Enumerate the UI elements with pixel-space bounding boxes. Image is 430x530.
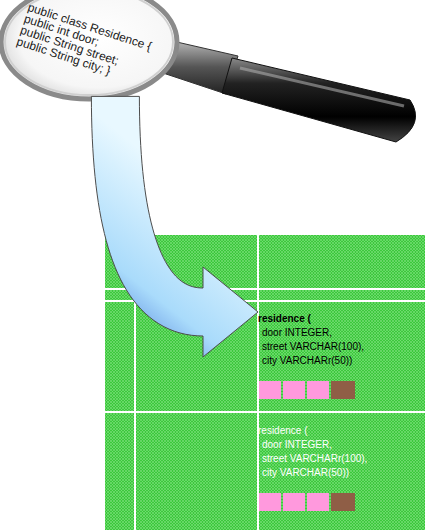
grid-line bbox=[105, 300, 425, 302]
grid-line bbox=[257, 235, 259, 530]
record-cell bbox=[307, 493, 329, 511]
column-definition: city VARCHAR(50)) bbox=[258, 466, 367, 480]
flow-arrow bbox=[91, 96, 258, 357]
record-cell bbox=[283, 381, 305, 399]
table-name: residence ( bbox=[258, 424, 367, 438]
record-cell bbox=[307, 381, 329, 399]
column-definition: street VARCHAR(100), bbox=[258, 340, 364, 354]
grid-line bbox=[134, 235, 136, 530]
text-group: residence (door INTEGER,street VARCHAR(1… bbox=[258, 312, 364, 368]
record-cell bbox=[283, 493, 305, 511]
column-definition: city VARCHARr(50)) bbox=[258, 354, 364, 368]
grid-line bbox=[105, 411, 425, 413]
lens-glass bbox=[1, 0, 177, 99]
table-name: residence ( bbox=[258, 312, 364, 326]
table-grid bbox=[105, 235, 425, 530]
magnifier-lens: public class Residence {public int door;… bbox=[0, 0, 180, 102]
record-cells bbox=[259, 493, 355, 511]
magnifier-handle bbox=[222, 58, 416, 142]
table-cell: residence (door INTEGER,street VARCHAR(1… bbox=[258, 301, 425, 412]
record-cell bbox=[259, 493, 281, 511]
handle-highlight bbox=[240, 68, 404, 106]
record-end bbox=[331, 381, 355, 399]
grid-line bbox=[105, 288, 425, 290]
record-end bbox=[331, 493, 355, 511]
column-definition: street VARCHARr(100), bbox=[258, 452, 367, 466]
table-cell: residence (door INTEGER,street VARCHARr(… bbox=[258, 412, 425, 530]
text-group: residence (door INTEGER,street VARCHARr(… bbox=[258, 424, 367, 480]
lens-rim bbox=[5, 0, 173, 95]
column-definition: door INTEGER, bbox=[258, 326, 364, 340]
record-cells bbox=[259, 381, 355, 399]
record-cell bbox=[259, 381, 281, 399]
column-definition: door INTEGER, bbox=[258, 438, 367, 452]
